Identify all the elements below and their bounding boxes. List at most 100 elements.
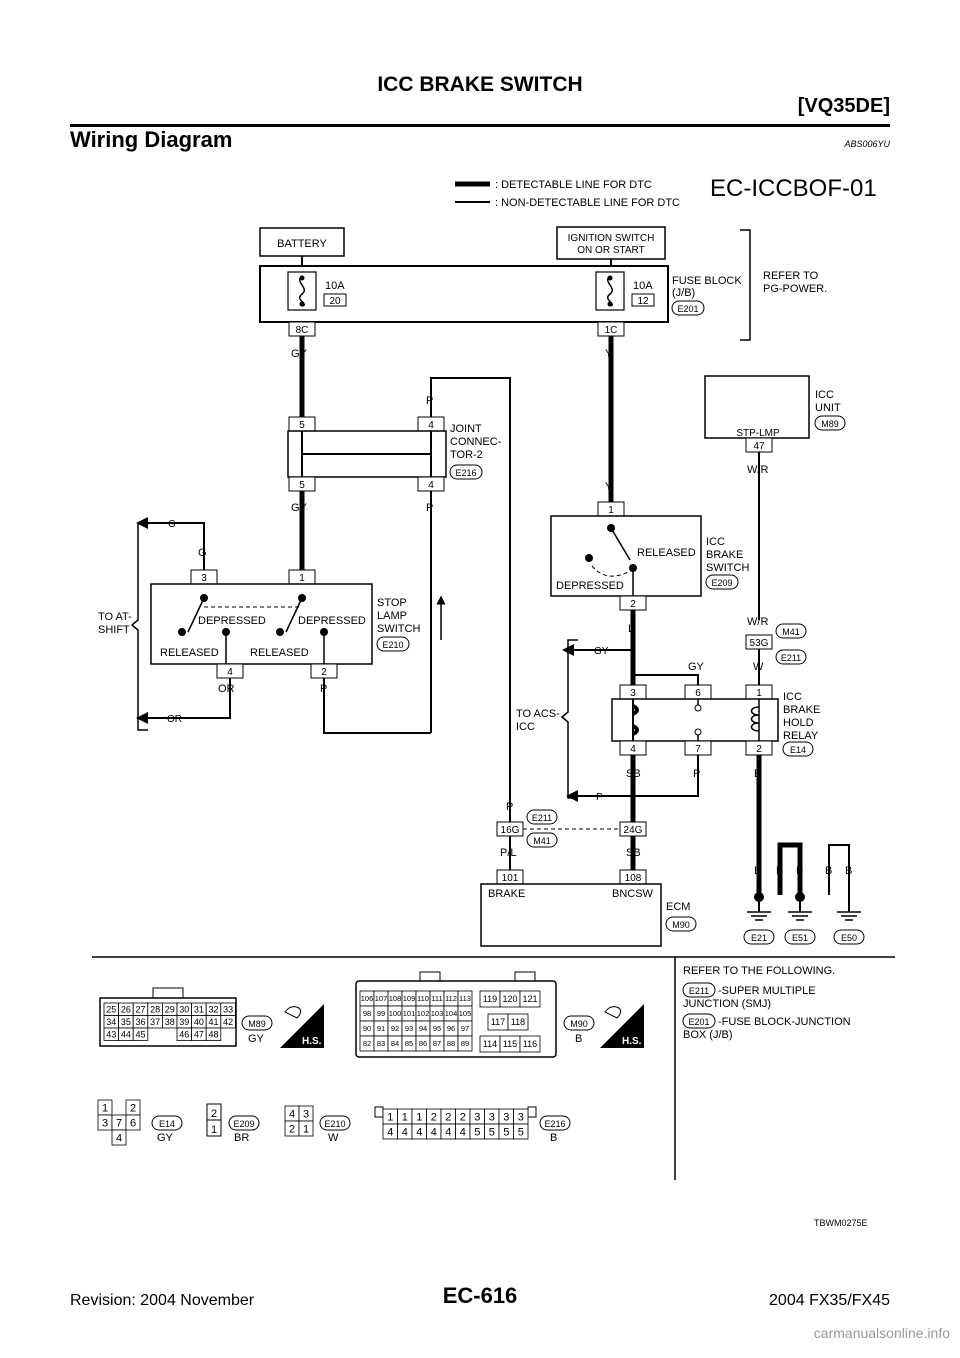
ecm-pin-108: 108 xyxy=(625,873,642,884)
stop-pin-2: 2 xyxy=(321,667,327,678)
m89-pin: 32 xyxy=(208,1004,218,1014)
hs-label-1: H.S. xyxy=(302,1036,322,1047)
stop-released-1: RELEASED xyxy=(160,647,219,659)
stop-label-1: STOP xyxy=(377,597,407,609)
e216-pin: 2 xyxy=(431,1111,437,1123)
to-at-shift-2: SHIFT xyxy=(98,624,130,636)
e209-color: BR xyxy=(234,1132,249,1144)
icc-sw-depressed: DEPRESSED xyxy=(556,580,624,592)
m89-pin: 46 xyxy=(179,1029,189,1039)
m90-pin: 97 xyxy=(461,1024,469,1033)
joint-label-2: CONNEC- xyxy=(450,436,502,448)
e216-pin: 5 xyxy=(518,1126,524,1138)
inline-53g-conn-1: M41 xyxy=(782,627,800,637)
e14-pin: 4 xyxy=(116,1132,122,1144)
e216-pin: 4 xyxy=(460,1126,466,1138)
e216-pin: 2 xyxy=(460,1111,466,1123)
at-shift-bracket xyxy=(130,523,148,731)
m89-color: GY xyxy=(248,1033,265,1045)
fuse-block-label-1: FUSE BLOCK xyxy=(672,275,742,287)
inline-lower-conn-2: M41 xyxy=(533,836,551,846)
m89-pin: 28 xyxy=(150,1004,160,1014)
joint-pin-1: 5 xyxy=(299,420,305,431)
joint-pin-4: 4 xyxy=(428,480,434,491)
m90-pin: 88 xyxy=(447,1039,455,1048)
wire-label-b-4: B xyxy=(796,865,803,877)
inline-lower-conn-1: E211 xyxy=(532,813,552,823)
e14-id: E14 xyxy=(159,1119,175,1129)
m90-pin: 105 xyxy=(459,1009,472,1018)
legend-detectable: : DETECTABLE LINE FOR DTC xyxy=(495,179,652,191)
fuse-right-num: 12 xyxy=(637,296,649,307)
hs-icon: H.S. xyxy=(280,1004,324,1048)
e216-pin: 3 xyxy=(503,1111,509,1123)
m90-id: M90 xyxy=(570,1019,588,1029)
footer-revision: Revision: 2004 November xyxy=(70,1292,255,1309)
joint-connector-2: 5 4 5 4 JOINT CONNEC- TOR-2 E216 xyxy=(287,416,502,492)
acs-icc-bracket xyxy=(560,639,578,799)
wire-label-p-6: P xyxy=(693,768,700,780)
stop-pin-4: 4 xyxy=(227,667,233,678)
fuse-right-terminal: 1C xyxy=(605,325,618,336)
m89-pin: 33 xyxy=(223,1004,233,1014)
wire-label-sb-2: SB xyxy=(626,847,641,859)
to-acs-icc-2: ICC xyxy=(516,721,535,733)
m89-pin: 29 xyxy=(165,1004,175,1014)
joint-conn: E216 xyxy=(455,468,476,478)
connector-refer-title: REFER TO THE FOLLOWING. xyxy=(683,965,835,977)
wire-or xyxy=(150,678,231,719)
wire-label-gy-4: GY xyxy=(688,661,705,673)
m89-pin: 41 xyxy=(208,1017,218,1027)
m89-pin: 34 xyxy=(106,1017,116,1027)
e216-pin: 1 xyxy=(416,1111,422,1123)
ecm-conn: M90 xyxy=(672,920,690,930)
diagram-id: EC-ICCBOF-01 xyxy=(710,175,877,202)
ignition-label-1: IGNITION SWITCH xyxy=(568,233,655,244)
wire-label-g-1: G xyxy=(168,519,176,530)
battery-label: BATTERY xyxy=(277,238,327,250)
refer-bracket xyxy=(740,229,751,341)
m90-pin: 90 xyxy=(363,1024,371,1033)
ground-e50: E50 xyxy=(841,933,857,943)
m90-pin: 95 xyxy=(433,1024,441,1033)
stop-conn: E210 xyxy=(382,640,403,650)
e216-pin: 5 xyxy=(503,1126,509,1138)
m90-pin: 82 xyxy=(363,1039,371,1048)
icc-sw-label-1: ICC xyxy=(706,536,725,548)
m90-pin: 109 xyxy=(403,994,416,1003)
m89-pin: 38 xyxy=(165,1017,175,1027)
e216-pin: 4 xyxy=(402,1126,408,1138)
diagram-legend: : DETECTABLE LINE FOR DTC : NON-DETECTAB… xyxy=(455,179,680,209)
refer-label-2: PG-POWER. xyxy=(763,283,827,295)
e216-pin: 3 xyxy=(518,1111,524,1123)
m90-pin: 87 xyxy=(433,1039,441,1048)
e216-color: B xyxy=(550,1132,557,1144)
e210-color: W xyxy=(328,1132,339,1144)
joint-label-3: TOR-2 xyxy=(450,449,483,461)
ecm-label: ECM xyxy=(666,901,690,913)
fuse-left-terminal: 8C xyxy=(296,325,309,336)
relay-pin-6: 6 xyxy=(695,688,701,699)
ground-icon xyxy=(747,911,861,921)
stop-pin-3: 3 xyxy=(201,573,207,584)
wire-p-stop xyxy=(323,678,431,734)
relay-pin-3: 3 xyxy=(630,688,636,699)
fuse-block-label-2: (J/B) xyxy=(672,287,695,299)
refer-item-2-conn: E201 xyxy=(688,1017,709,1027)
wire-label-l: L xyxy=(628,623,634,635)
icc-unit-label-1: ICC xyxy=(815,389,834,401)
hs-icon: H.S. xyxy=(600,1004,644,1048)
m89-pin: 37 xyxy=(150,1017,160,1027)
section-code: ABS006YU xyxy=(844,139,890,149)
icc-sw-label-2: BRAKE xyxy=(706,549,743,561)
m89-pin: 48 xyxy=(208,1029,218,1039)
m90-pin: 107 xyxy=(375,994,388,1003)
e216-pin: 4 xyxy=(416,1126,422,1138)
relay-label-2: BRAKE xyxy=(783,704,820,716)
wire-label-y-2: Y xyxy=(605,481,613,493)
inline-53g-pin: 53G xyxy=(750,638,769,649)
stop-lamp-switch: 3 1 DEPRESSED DEPRESSED RELEASED RELEASE… xyxy=(150,569,420,679)
m90-pin: 85 xyxy=(405,1039,413,1048)
